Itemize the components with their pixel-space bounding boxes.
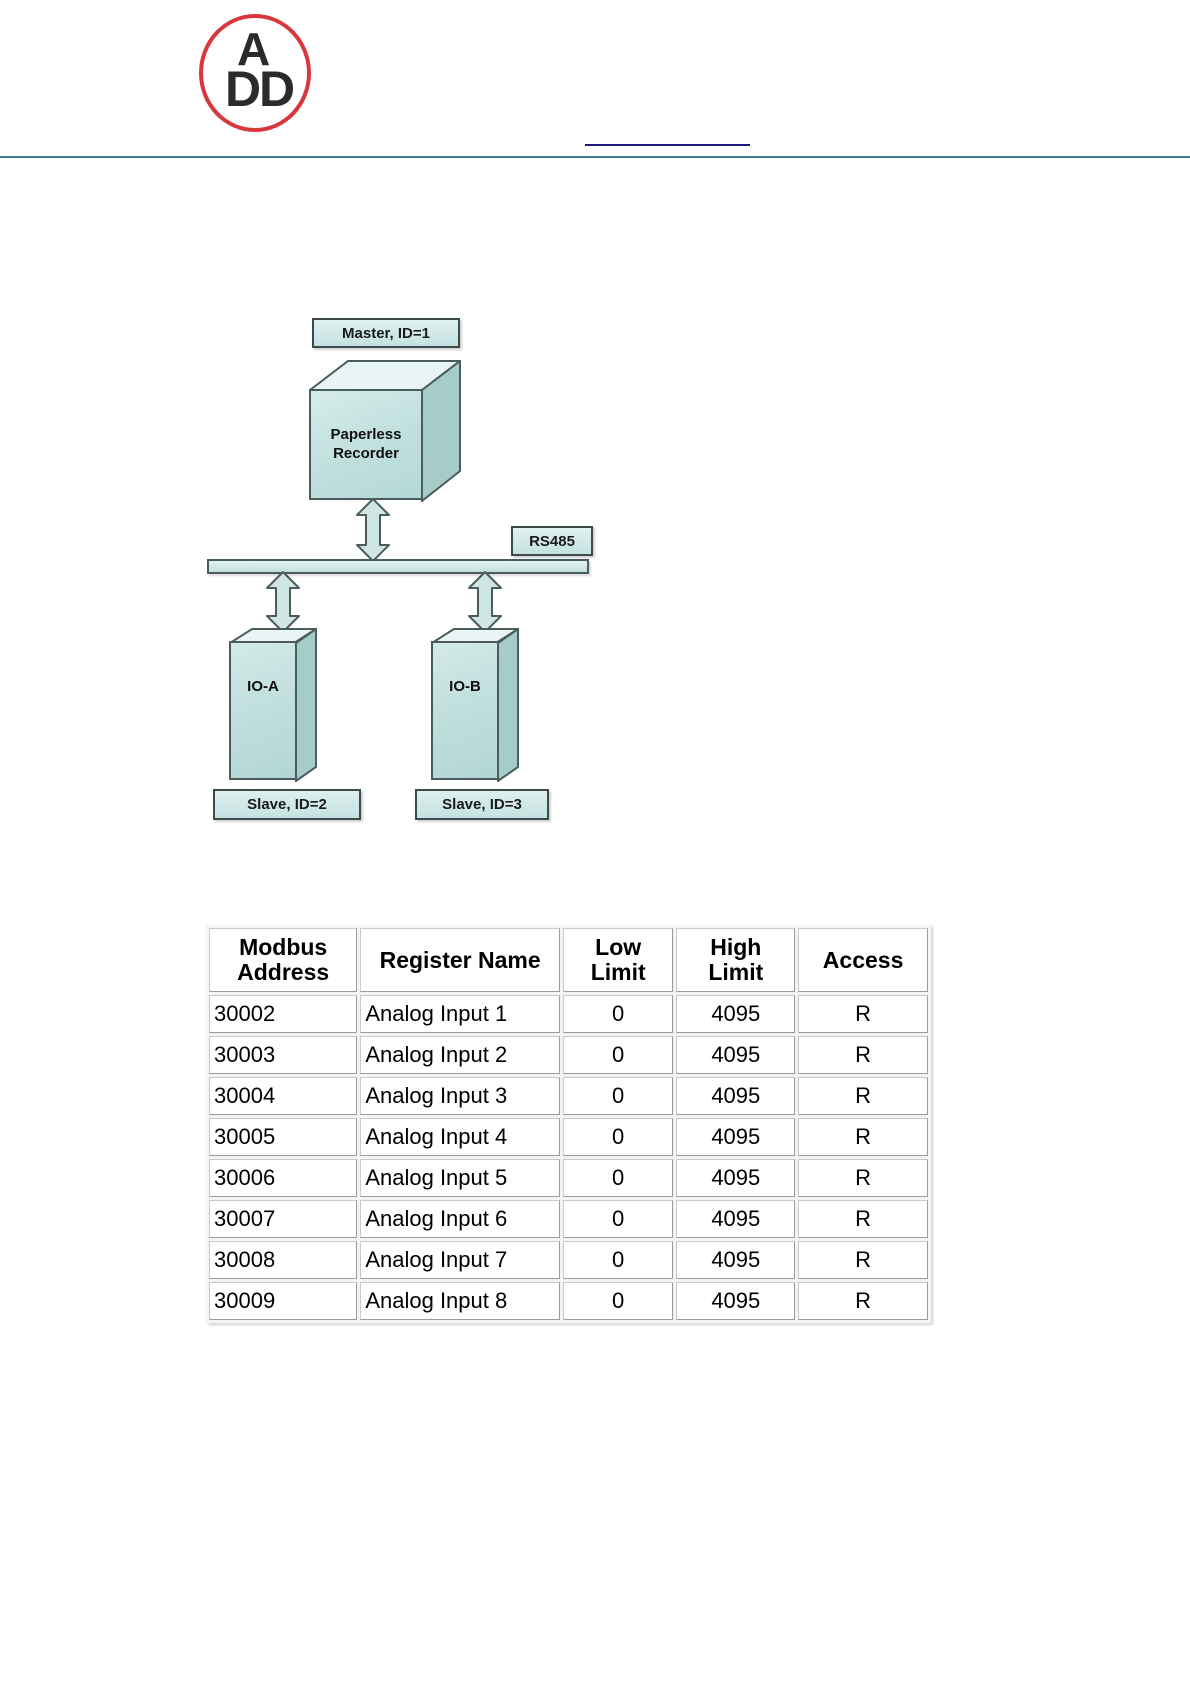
cell-high-limit: 4095 — [676, 1200, 796, 1238]
rs485-label: RS485 — [511, 526, 593, 556]
cell-modbus-address: 30002 — [209, 995, 358, 1033]
cell-high-limit: 4095 — [676, 995, 796, 1033]
logo-letter-d-left: D — [225, 61, 262, 117]
page-header: A D D — [0, 0, 1190, 158]
cell-low-limit: 0 — [562, 995, 674, 1033]
cell-register-name: Analog Input 8 — [360, 1282, 560, 1320]
cell-register-name: Analog Input 1 — [360, 995, 560, 1033]
cell-low-limit: 0 — [562, 1077, 674, 1115]
cell-modbus-address: 30003 — [209, 1036, 358, 1074]
column-header-register-name: Register Name — [360, 928, 560, 992]
cell-access: R — [798, 1118, 928, 1156]
recorder-label-line1: Paperless — [330, 425, 402, 443]
cell-high-limit: 4095 — [676, 1282, 796, 1320]
io-b-node: IO-B — [431, 628, 519, 782]
recorder-side-face — [421, 360, 461, 502]
cell-access: R — [798, 1159, 928, 1197]
io-a-label: IO-A — [247, 678, 279, 695]
io-a-side-face — [295, 628, 317, 782]
column-header-high-limit: High Limit — [676, 928, 796, 992]
logo-letter-d-right: D — [259, 61, 296, 117]
io-a-front-face: IO-A — [229, 641, 297, 780]
cell-modbus-address: 30005 — [209, 1118, 358, 1156]
cell-register-name: Analog Input 6 — [360, 1200, 560, 1238]
header-line1: Register Name — [379, 946, 541, 973]
arrow-recorder-to-bus — [355, 498, 391, 562]
column-header-access: Access — [798, 928, 928, 992]
io-b-side-face — [497, 628, 519, 782]
table-header-row: Modbus Address Register Name Low Limit H… — [209, 928, 928, 992]
cell-high-limit: 4095 — [676, 1118, 796, 1156]
header-hyperlink[interactable] — [585, 130, 750, 146]
cell-access: R — [798, 1077, 928, 1115]
modbus-rs485-network-diagram: Master, ID=1 Paperless Recorder RS485 — [199, 288, 619, 838]
cell-low-limit: 0 — [562, 1200, 674, 1238]
slave-a-label: Slave, ID=2 — [213, 789, 361, 820]
header-line2: Address — [237, 959, 330, 985]
cell-access: R — [798, 1282, 928, 1320]
header-line1: Modbus — [239, 934, 328, 961]
master-label: Master, ID=1 — [312, 318, 460, 348]
cell-modbus-address: 30009 — [209, 1282, 358, 1320]
arrow-bus-to-io-b — [467, 571, 503, 633]
paperless-recorder-node: Paperless Recorder — [309, 360, 461, 502]
cell-access: R — [798, 1036, 928, 1074]
header-line2: Limit — [590, 959, 646, 985]
cell-low-limit: 0 — [562, 1036, 674, 1074]
header-line1: High — [710, 934, 762, 961]
recorder-front-face: Paperless Recorder — [309, 389, 423, 500]
cell-high-limit: 4095 — [676, 1241, 796, 1279]
add-logo: A D D — [199, 14, 319, 136]
arrow-bus-to-io-a — [265, 571, 301, 633]
cell-high-limit: 4095 — [676, 1036, 796, 1074]
header-divider — [0, 156, 1190, 158]
cell-low-limit: 0 — [562, 1159, 674, 1197]
header-line2: Limit — [708, 959, 764, 985]
cell-access: R — [798, 995, 928, 1033]
io-a-node: IO-A — [229, 628, 317, 782]
modbus-register-table: Modbus Address Register Name Low Limit H… — [206, 925, 931, 1323]
recorder-label-line2: Recorder — [333, 444, 399, 462]
cell-access: R — [798, 1241, 928, 1279]
column-header-modbus-address: Modbus Address — [209, 928, 358, 992]
cell-low-limit: 0 — [562, 1282, 674, 1320]
logo-letter-a: A — [237, 23, 271, 75]
header-line1: Low — [595, 934, 642, 961]
cell-register-name: Analog Input 2 — [360, 1036, 560, 1074]
recorder-label: Paperless Recorder — [331, 426, 402, 464]
io-b-label: IO-B — [449, 678, 481, 695]
cell-modbus-address: 30006 — [209, 1159, 358, 1197]
cell-access: R — [798, 1200, 928, 1238]
cell-register-name: Analog Input 5 — [360, 1159, 560, 1197]
header-line1: Access — [822, 946, 904, 973]
cell-modbus-address: 30008 — [209, 1241, 358, 1279]
rs485-bus-line — [207, 559, 589, 574]
column-header-low-limit: Low Limit — [562, 928, 674, 992]
cell-high-limit: 4095 — [676, 1077, 796, 1115]
cell-register-name: Analog Input 4 — [360, 1118, 560, 1156]
cell-register-name: Analog Input 7 — [360, 1241, 560, 1279]
cell-modbus-address: 30007 — [209, 1200, 358, 1238]
cell-low-limit: 0 — [562, 1118, 674, 1156]
slave-b-label: Slave, ID=3 — [415, 789, 549, 820]
cell-modbus-address: 30004 — [209, 1077, 358, 1115]
io-b-front-face: IO-B — [431, 641, 499, 780]
cell-register-name: Analog Input 3 — [360, 1077, 560, 1115]
table-header: Modbus Address Register Name Low Limit H… — [209, 928, 928, 992]
logo-circle-icon — [199, 14, 311, 132]
cell-low-limit: 0 — [562, 1241, 674, 1279]
cell-high-limit: 4095 — [676, 1159, 796, 1197]
